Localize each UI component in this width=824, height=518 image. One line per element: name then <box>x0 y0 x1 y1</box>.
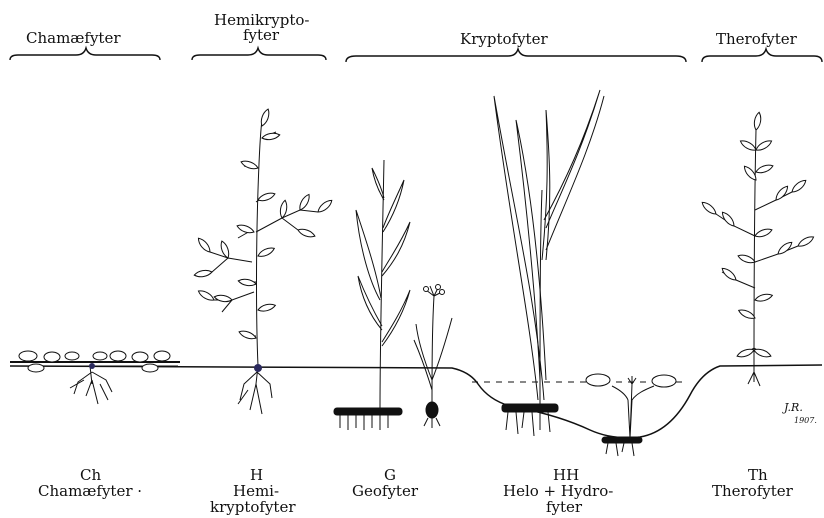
label-hh-name-line2: fyter <box>546 499 582 515</box>
hydrophyte-plant <box>586 374 676 456</box>
label-g-name: Geofyter <box>352 483 418 499</box>
geophyte-plant <box>334 160 452 430</box>
therophyte-plant <box>700 112 815 386</box>
label-hh-code: HH <box>553 467 579 483</box>
artist-year: 1907. <box>794 416 817 426</box>
brace-chamaefyter <box>10 48 160 60</box>
top-label-hemikrypto-line2: fyter <box>243 27 279 43</box>
label-th-name: Therofyter <box>712 483 793 499</box>
label-th-code: Th <box>748 467 768 483</box>
label-ch-name: Chamæfyter · <box>38 483 142 499</box>
top-label-therofyter: Therofyter <box>716 31 797 47</box>
label-ch-code: Ch <box>80 467 101 483</box>
brace-hemikryptofyter <box>192 48 326 60</box>
brace-therofyter <box>702 49 822 62</box>
label-h-name-line1: Hemi- <box>233 483 279 499</box>
helophyte-plant <box>494 90 604 436</box>
top-label-kryptofyter: Kryptofyter <box>460 31 548 47</box>
label-h-code: H <box>250 467 263 483</box>
label-hh-name-line1: Helo + Hydro- <box>503 483 613 499</box>
label-h-name-line2: kryptofyter <box>210 499 296 515</box>
artist-initials: J.R. <box>784 403 803 413</box>
brace-kryptofyter <box>346 49 686 62</box>
chamaephyte-plant <box>10 351 180 404</box>
top-label-chamaefyter: Chamæfyter <box>26 30 121 46</box>
ground-line <box>10 365 822 438</box>
label-g-code: G <box>384 467 396 483</box>
